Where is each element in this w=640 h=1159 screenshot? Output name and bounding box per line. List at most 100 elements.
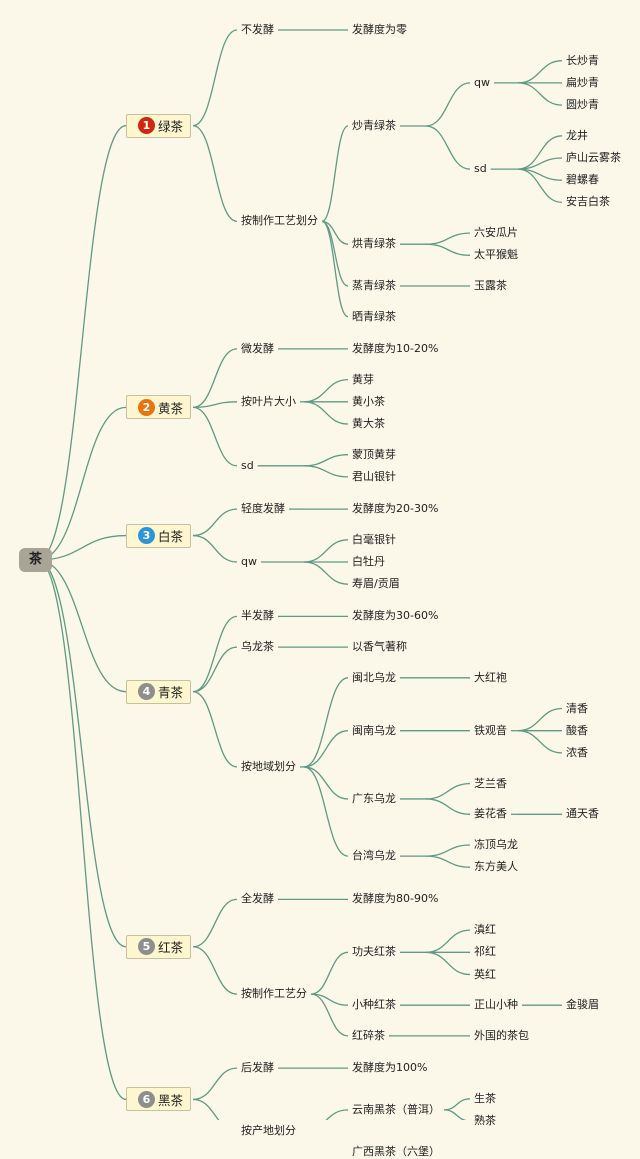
topic-node[interactable]: 按叶片大小: [241, 394, 296, 408]
category-number-badge: 4: [138, 683, 155, 701]
branch-link: [425, 929, 471, 953]
topic-node[interactable]: 滇红: [474, 923, 496, 937]
topic-node[interactable]: 按制作工艺划分: [241, 214, 318, 228]
category-number-badge: 6: [138, 1090, 155, 1108]
topic-node[interactable]: 发酵度为20-30%: [352, 502, 439, 516]
topic-node[interactable]: 君山银针: [352, 469, 396, 483]
topic-node[interactable]: 碧螺春: [566, 173, 599, 187]
topic-node[interactable]: 清香: [566, 701, 588, 715]
topic-node[interactable]: 广东乌龙: [352, 791, 396, 805]
topic-node[interactable]: 微发酵: [241, 341, 274, 355]
topic-node[interactable]: 红碎茶: [352, 1028, 385, 1042]
topic-node[interactable]: 发酵度为30-60%: [352, 609, 439, 623]
topic-node[interactable]: 铁观音: [474, 723, 507, 737]
topic-node[interactable]: 按地域划分: [241, 759, 296, 773]
topic-node[interactable]: 以香气著称: [352, 640, 407, 654]
topic-node[interactable]: 云南黑茶（普洱）: [352, 1102, 440, 1116]
branch-link: [517, 82, 563, 106]
topic-node[interactable]: 外国的茶包: [474, 1028, 529, 1042]
topic-node[interactable]: qw: [474, 75, 490, 89]
topic-node[interactable]: 大红袍: [474, 670, 507, 684]
topic-node[interactable]: 发酵度为10-20%: [352, 341, 439, 355]
topic-node[interactable]: 全发酵: [241, 892, 274, 906]
branch-link: [321, 220, 349, 318]
topic-node[interactable]: 东方美人: [474, 860, 518, 874]
topic-node[interactable]: 白毫银针: [352, 532, 396, 546]
topic-node[interactable]: 长炒青: [566, 53, 599, 67]
topic-node[interactable]: 烘青绿茶: [352, 237, 396, 251]
branch-link: [425, 951, 471, 976]
topic-node[interactable]: 轻度发酵: [241, 502, 285, 516]
branch-link: [303, 465, 349, 478]
topic-node[interactable]: 浓香: [566, 745, 588, 759]
topic-node[interactable]: 英红: [474, 967, 496, 981]
topic-node[interactable]: 安吉白茶: [566, 195, 610, 209]
branch-link: [425, 798, 471, 815]
branch-link: [192, 401, 238, 408]
topic-node[interactable]: 闽南乌龙: [352, 723, 396, 737]
topic-node[interactable]: sd: [474, 162, 487, 176]
topic-node[interactable]: 小种红茶: [352, 998, 396, 1012]
topic-node[interactable]: 黄大茶: [352, 417, 385, 430]
topic-node[interactable]: 台湾乌龙: [352, 849, 396, 863]
topic-node[interactable]: 炒青绿茶: [352, 119, 396, 132]
topic-node[interactable]: 蒙顶黄芽: [352, 447, 396, 461]
topic-node[interactable]: 芝兰香: [474, 776, 507, 790]
topic-node[interactable]: 寿眉/贡眉: [352, 577, 400, 591]
topic-node[interactable]: 后发酵: [241, 1061, 274, 1075]
topic-node[interactable]: 黄芽: [352, 372, 374, 386]
topic-node[interactable]: 按制作工艺分: [241, 987, 307, 1001]
category-label: 青茶: [158, 685, 184, 701]
topic-node[interactable]: 圆炒青: [566, 98, 599, 112]
topic-node[interactable]: 龙井: [566, 128, 588, 142]
branch-link: [325, 1109, 349, 1120]
topic-node[interactable]: 熟茶: [474, 1114, 496, 1127]
branch-link: [192, 508, 238, 537]
topic-node[interactable]: 蒸青绿茶: [352, 279, 396, 292]
topic-node[interactable]: 通天香: [566, 807, 599, 821]
branch-link: [425, 243, 471, 256]
topic-node[interactable]: 玉露茶: [474, 279, 507, 292]
topic-node[interactable]: 六安瓜片: [474, 226, 518, 240]
topic-node[interactable]: 庐山云雾茶: [566, 151, 621, 164]
branch-link: [310, 993, 349, 1037]
topic-node[interactable]: 乌龙茶: [241, 640, 274, 654]
topic-node[interactable]: 姜花香: [474, 807, 507, 821]
topic-node[interactable]: 酸香: [566, 723, 588, 737]
branch-link: [192, 406, 238, 467]
branch-link: [517, 168, 563, 204]
topic-node[interactable]: 按产地划分: [241, 1123, 296, 1137]
topic-node[interactable]: 正山小种: [474, 998, 518, 1012]
topic-node[interactable]: 半发酵: [241, 609, 274, 623]
topic-node[interactable]: 冻顶乌龙: [474, 838, 518, 851]
topic-node[interactable]: 生茶: [474, 1091, 496, 1105]
branch-link: [425, 855, 471, 868]
topic-node[interactable]: 晒青绿茶: [352, 309, 396, 323]
branch-link: [443, 1098, 471, 1111]
topic-node[interactable]: 祁红: [474, 945, 496, 959]
root-link: [37, 559, 127, 693]
root-node[interactable]: 茶: [19, 548, 52, 572]
topic-node[interactable]: 发酵度为80-90%: [352, 892, 439, 906]
topic-node[interactable]: 太平猴魁: [474, 248, 518, 262]
topic-node[interactable]: 功夫红茶: [352, 945, 396, 959]
topic-node[interactable]: 白牡丹: [352, 555, 385, 568]
topic-node[interactable]: sd: [241, 458, 254, 472]
topic-node[interactable]: 广西黑茶（六堡）: [352, 1144, 440, 1158]
topic-node[interactable]: 发酵度为零: [352, 23, 407, 36]
topic-node[interactable]: 黄小茶: [352, 394, 385, 408]
branch-link: [192, 898, 238, 948]
topic-node[interactable]: 不发酵: [241, 23, 274, 36]
topic-node[interactable]: 金骏眉: [566, 998, 599, 1012]
branch-link: [192, 534, 238, 563]
topic-node[interactable]: 扁炒青: [566, 75, 599, 89]
topic-node[interactable]: qw: [241, 555, 257, 568]
topic-node[interactable]: 闽北乌龙: [352, 670, 396, 684]
topic-node[interactable]: 发酵度为100%: [352, 1061, 428, 1075]
